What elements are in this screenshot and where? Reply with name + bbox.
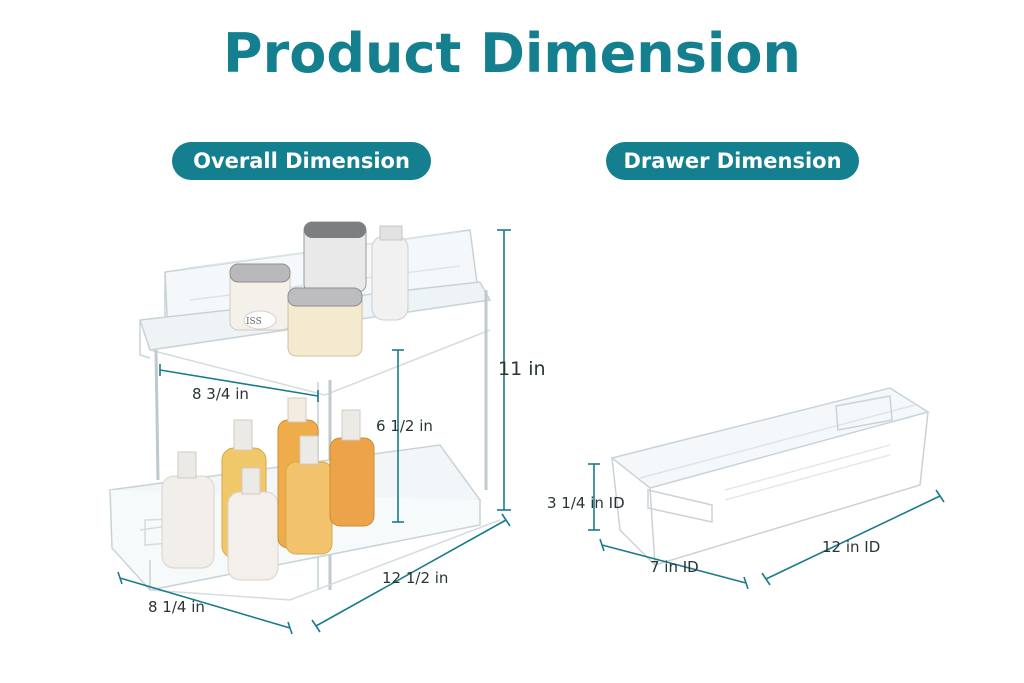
overall-dimension-badge: Overall Dimension [172,142,431,180]
drawer-dimension-badge: Drawer Dimension [606,142,859,180]
drawer-width-label: 7 in ID [650,558,699,576]
drawer-height-label: 3 1/4 in ID [547,494,625,512]
overall-length-label: 12 1/2 in [382,569,449,587]
overall-width-label: 8 1/4 in [148,598,205,616]
drawer-dimension-label: Drawer Dimension [623,149,842,173]
upper-depth-label: 8 3/4 in [192,385,249,403]
page-title: Product Dimension [223,22,801,85]
jars-upper [229,221,409,357]
lower-clearance-label: 6 1/2 in [376,417,433,435]
dimension-lines [117,229,945,635]
overall-dimension-label: Overall Dimension [193,149,410,173]
single-drawer [610,387,930,566]
drawer-length-label: 12 in ID [822,538,881,556]
jar-brand-text: ISS [246,317,262,327]
bottles-lower [161,397,375,581]
overall-height-label: 11 in [498,358,546,380]
